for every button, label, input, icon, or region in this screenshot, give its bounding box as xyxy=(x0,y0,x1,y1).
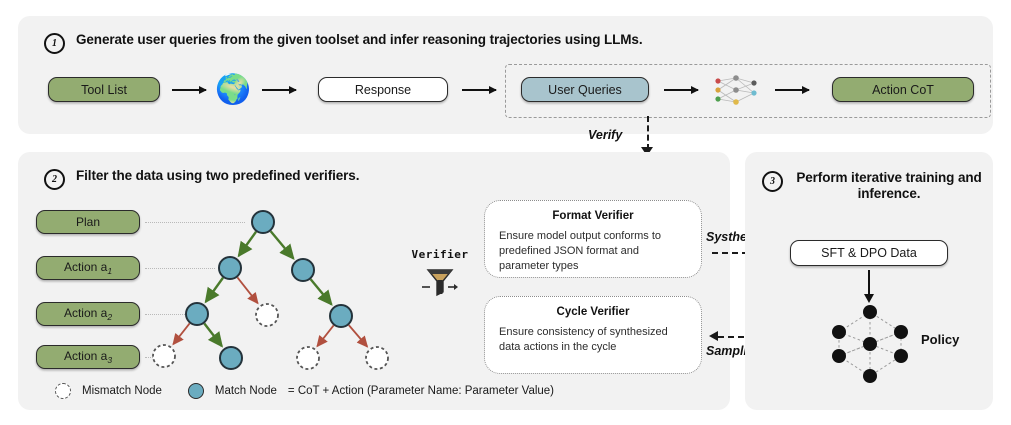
neural-network-icon xyxy=(715,75,757,105)
verify-connector-arrowhead xyxy=(641,147,653,156)
sampling-connector-arrowhead xyxy=(709,330,718,341)
step-2-title: Filter the data using two predefined ver… xyxy=(76,168,360,183)
tree-edge-mismatch xyxy=(348,324,369,348)
legend-match-label: Match Node xyxy=(214,385,277,397)
tree-node-match[interactable] xyxy=(291,258,315,282)
node-plan[interactable]: Plan xyxy=(36,210,140,234)
cycle-verifier-card: Cycle Verifier Ensure consistency of syn… xyxy=(484,296,702,374)
tree-node-match[interactable] xyxy=(185,302,209,326)
node-plan-label: Plan xyxy=(75,215,101,229)
globe-icon: 🌍 xyxy=(215,74,252,106)
tree-node-mismatch[interactable] xyxy=(296,346,320,370)
verifier-label: Verifier xyxy=(411,248,469,261)
tree-edge-match xyxy=(203,322,224,348)
node-action-cot[interactable]: Action CoT xyxy=(832,77,974,102)
node-action-a2-label: Action a2 xyxy=(63,306,113,322)
verifier-icon-group: Verifier xyxy=(397,248,483,303)
verify-connector-line xyxy=(647,116,649,150)
tree-node-mismatch[interactable] xyxy=(152,344,176,368)
arrow-data-to-policy xyxy=(864,270,874,303)
node-action-a1-label: Action a1 xyxy=(63,260,113,276)
tree-node-mismatch[interactable] xyxy=(365,346,389,370)
arrow-llm-to-actioncot xyxy=(775,85,810,94)
step-3-number: 3 xyxy=(762,171,783,192)
level-guide-line xyxy=(145,268,215,269)
step-3-title: Perform iterative training and inference… xyxy=(796,170,982,202)
llm-inference-group-outline xyxy=(505,64,991,118)
step-1-title: Generate user queries from the given too… xyxy=(76,32,643,47)
node-action-a2[interactable]: Action a2 xyxy=(36,302,140,326)
step-1-header: 1 Generate user queries from the given t… xyxy=(44,32,643,54)
format-verifier-card: Format Verifier Ensure model output conf… xyxy=(484,200,702,278)
tree-node-match[interactable] xyxy=(251,210,275,234)
tree-node-match[interactable] xyxy=(218,256,242,280)
step-1-number: 1 xyxy=(44,33,65,54)
node-response[interactable]: Response xyxy=(318,77,448,102)
funnel-filter-icon xyxy=(422,269,458,297)
node-action-a1[interactable]: Action a1 xyxy=(36,256,140,280)
tree-edge-mismatch xyxy=(172,322,191,346)
tree-edge-match xyxy=(269,230,295,260)
step-2-header: 2 Filter the data using two predefined v… xyxy=(44,168,359,190)
tree-edge-mismatch xyxy=(316,324,335,348)
verify-label: Verify xyxy=(588,128,623,142)
match-node-icon xyxy=(187,383,204,399)
node-action-a3-label: Action a3 xyxy=(63,349,113,365)
policy-label: Policy xyxy=(921,332,960,347)
cycle-verifier-body: Ensure consistency of synthesized data a… xyxy=(499,326,668,353)
tree-node-match[interactable] xyxy=(329,304,353,328)
policy-neural-network-icon xyxy=(832,305,908,383)
step-2-number: 2 xyxy=(44,169,65,190)
level-guide-line xyxy=(145,222,245,223)
format-verifier-body: Ensure model output conforms to predefin… xyxy=(499,230,662,272)
tree-edge-match xyxy=(309,278,333,306)
node-sft-dpo-data[interactable]: SFT & DPO Data xyxy=(790,240,948,266)
tree-edge-match xyxy=(204,277,224,304)
tree-edge-match xyxy=(237,231,257,258)
level-guide-line xyxy=(145,314,185,315)
node-action-a3[interactable]: Action a3 xyxy=(36,345,140,369)
synthesis-connector-line xyxy=(712,252,768,254)
search-tree-diagram xyxy=(152,210,389,370)
node-user-queries[interactable]: User Queries xyxy=(521,77,649,102)
format-verifier-title: Format Verifier xyxy=(552,210,634,222)
arrow-toollist-to-globe xyxy=(172,85,207,94)
tree-node-mismatch[interactable] xyxy=(255,303,279,327)
mismatch-node-icon xyxy=(55,383,71,399)
step-3-header: 3 Perform iterative training and inferen… xyxy=(762,170,987,203)
cycle-verifier-title: Cycle Verifier xyxy=(556,306,630,318)
node-tool-list[interactable]: Tool List xyxy=(48,77,160,102)
arrow-userqueries-to-llm xyxy=(664,85,699,94)
tree-edge-mismatch xyxy=(236,276,259,305)
legend-match-equation: = CoT + Action (Parameter Name: Paramete… xyxy=(287,385,555,397)
arrow-globe-to-response xyxy=(262,85,297,94)
tree-node-match[interactable] xyxy=(219,346,243,370)
tree-legend: Mismatch Node Match Node = CoT + Action … xyxy=(55,383,554,399)
arrow-response-to-userqueries xyxy=(462,85,497,94)
legend-mismatch-label: Mismatch Node xyxy=(82,385,162,397)
